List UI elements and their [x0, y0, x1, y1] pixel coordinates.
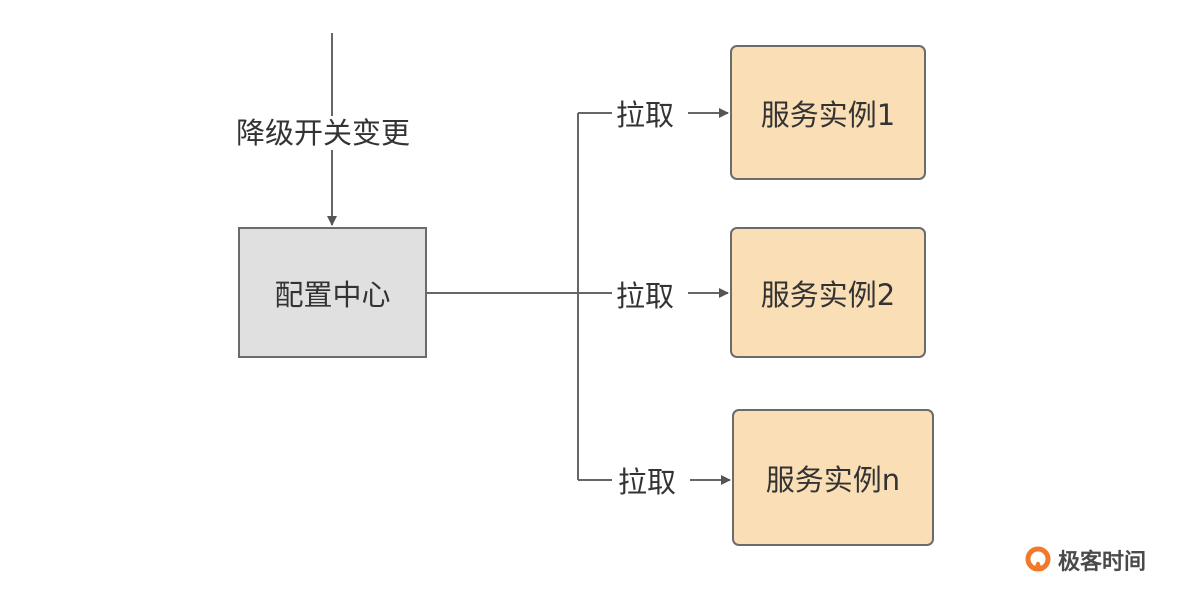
edge-label-2: 拉取: [612, 279, 679, 313]
service-instance-label-1: 服务实例1: [760, 97, 896, 132]
watermark-logo: 极客时间: [1024, 544, 1146, 576]
edge-label-n: 拉取: [614, 465, 681, 499]
watermark-text: 极客时间: [1058, 550, 1147, 575]
config-center-node: 配置中心: [238, 227, 427, 358]
service-instance-label-n: 服务实例n: [765, 462, 901, 497]
service-instance-node-n: 服务实例n: [732, 409, 934, 546]
service-instance-label-2: 服务实例2: [760, 277, 896, 312]
edge-label-1: 拉取: [612, 98, 679, 132]
service-instance-node-2: 服务实例2: [730, 227, 926, 358]
service-instance-node-1: 服务实例1: [730, 45, 926, 180]
config-center-label: 配置中心: [274, 277, 391, 312]
trigger-label: 降级开关变更: [232, 116, 415, 150]
geektime-logo-icon: [1025, 546, 1051, 572]
